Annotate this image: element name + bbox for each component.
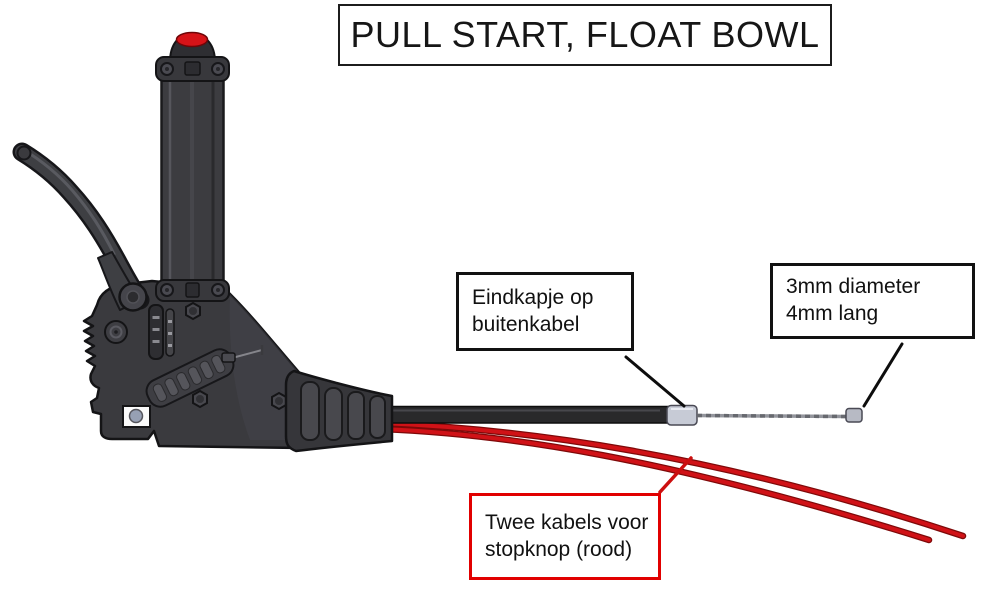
callout-end-cap-line2: buitenkabel [472, 312, 580, 336]
stop-button [168, 31, 217, 63]
inner-cable-nipple [221, 345, 264, 363]
outer-cable [379, 405, 669, 424]
brake-lever [12, 142, 150, 311]
callout-end-cap-line1: Eindkapje op [472, 285, 594, 309]
callout-dimension: 3mm diameter 4mm lang [770, 263, 975, 339]
leader-dimension [862, 342, 904, 408]
handle-grip [160, 72, 225, 294]
stop-button-red-cap [175, 31, 209, 48]
callout-stop-cables-line1: Twee kabels voor [485, 510, 649, 534]
hex-bolt [271, 391, 287, 411]
ratchet-hub [104, 320, 128, 344]
inner-cable [696, 413, 848, 419]
mount-window [122, 405, 151, 428]
page-title: PULL START, FLOAT BOWL [350, 14, 820, 55]
leader-endcap [624, 355, 686, 408]
callout-dimension-line1: 3mm diameter [786, 275, 921, 299]
handle-top-clamp [155, 56, 230, 82]
adjuster-slider [148, 304, 175, 360]
hex-bolt [192, 389, 208, 409]
cable-boot [284, 369, 394, 453]
pivot-bolt [118, 282, 148, 312]
cable-end-fitting [845, 407, 863, 423]
stop-cables [378, 419, 967, 544]
handle-bottom-clamp [155, 279, 230, 302]
title-box: PULL START, FLOAT BOWL [338, 4, 832, 66]
leader-stop-cables [658, 456, 693, 494]
hex-bolt [185, 301, 201, 321]
outer-cable-end-cap [666, 404, 698, 426]
callout-stop-cables: Twee kabels voor stopknop (rood) [469, 493, 661, 580]
callout-dimension-line2: 4mm lang [786, 302, 879, 325]
callout-stop-cables-line2: stopknop (rood) [485, 537, 633, 561]
callout-end-cap: Eindkapje op buitenkabel [456, 272, 634, 351]
